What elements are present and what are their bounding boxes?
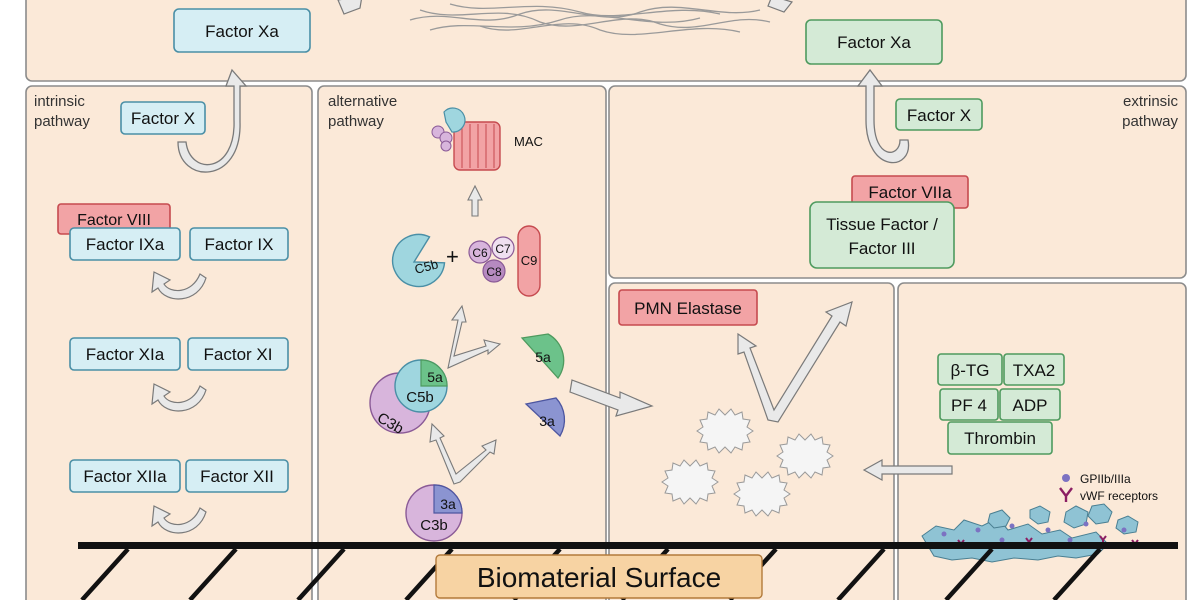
free-5a-label: 5a [535, 349, 551, 365]
c5b-molecule [391, 233, 446, 288]
tissue-factor-line2: Factor III [848, 239, 915, 258]
c5b-complex-label: C5b [406, 389, 434, 406]
c3-molecule [405, 484, 463, 542]
gpiib-iiia-legend-label: GPIIb/IIIa [1080, 472, 1131, 486]
top-factor-xa-left-label: Factor Xa [205, 22, 279, 41]
mac-complex [431, 107, 501, 171]
free-5a-fragment [520, 333, 565, 380]
fibrin-mesh [409, 3, 771, 36]
txa2: TXA2 [1003, 353, 1065, 386]
tissue-factor: Tissue Factor / Factor III [809, 201, 955, 269]
pf4-label: PF 4 [951, 396, 987, 415]
arrow-platelets-to-leukocytes [862, 458, 953, 482]
factor-viia-label: Factor VIIa [868, 183, 952, 202]
factor-ix-label: Factor IX [205, 235, 274, 254]
c5b-c3b-complex [369, 359, 448, 434]
adp-label: ADP [1013, 396, 1048, 415]
top-factor-xa-right: Factor Xa [805, 19, 943, 65]
c6-c7-c8-cluster [468, 236, 515, 283]
c9-label: C9 [521, 253, 538, 268]
intrinsic-factor-x: Factor X [120, 101, 206, 135]
extrinsic-title-line1: extrinsic [1123, 93, 1179, 110]
factor-viii: Factor VIII [57, 203, 171, 235]
factor-xia: Factor XIa [69, 337, 181, 371]
arrow-top-right [767, 0, 794, 13]
factor-xi-label: Factor XI [204, 345, 273, 364]
factor-viii-label: Factor VIII [77, 212, 151, 229]
arrow-xi-to-xia [151, 383, 207, 412]
mac-label: MAC [514, 134, 543, 149]
bottom-c3b-label: C3b [420, 517, 448, 534]
thrombin: Thrombin [947, 421, 1053, 455]
arrow-factor-x-to-xa-extrinsic [856, 68, 910, 164]
factor-xii: Factor XII [185, 459, 289, 493]
extrinsic-factor-x: Factor X [895, 98, 983, 131]
pf4: PF 4 [939, 388, 999, 421]
gpiib-iiia-legend-icon [1062, 474, 1070, 482]
arrow-to-leukocytes [569, 379, 654, 417]
c5b-label: C5b [413, 256, 440, 277]
beta-tg: β-TG [937, 353, 1003, 386]
arrow-top-left [337, 0, 362, 15]
alternative-title-line2: pathway [328, 113, 384, 130]
intrinsic-title-line1: intrinsic [34, 93, 85, 110]
leukocyte-cells [661, 408, 834, 517]
txa2-label: TXA2 [1013, 361, 1056, 380]
factor-xia-label: Factor XIa [86, 345, 165, 364]
adp: ADP [999, 388, 1061, 421]
intrinsic-title-line2: pathway [34, 113, 90, 130]
factor-xiia-label: Factor XIIa [83, 467, 167, 486]
surface-label-box: Biomaterial Surface [435, 554, 763, 599]
free-3a-fragment [524, 397, 566, 438]
c8-label: C8 [486, 265, 502, 279]
arrow-ix-to-ixa [151, 271, 207, 300]
platelet-receptors [941, 521, 1127, 543]
arrow-xii-to-xiia [151, 505, 207, 534]
leukocyte-panel [608, 282, 895, 605]
c9-molecule [517, 225, 541, 297]
arrow-factor-x-to-xa-intrinsic [177, 68, 248, 173]
factor-ix: Factor IX [189, 227, 289, 261]
vwf-receptor-legend-label: vWF receptors [1080, 489, 1158, 503]
intrinsic-factor-x-label: Factor X [131, 109, 195, 128]
arrow-fork-c3 [429, 422, 497, 485]
pmn-elastase: PMN Elastase [618, 289, 758, 326]
tissue-factor-line1: Tissue Factor / [826, 215, 938, 234]
factor-xiia: Factor XIIa [69, 459, 181, 493]
alternative-panel [317, 85, 607, 605]
top-factor-xa-right-label: Factor Xa [837, 33, 911, 52]
plus-sign: + [446, 244, 459, 269]
arrow-v-leukocyte [737, 301, 853, 423]
c6-label: C6 [472, 246, 488, 260]
top-factor-xa-left: Factor Xa [173, 8, 311, 53]
arrow-fork-c5 [447, 304, 502, 369]
alternative-title-line1: alternative [328, 93, 397, 110]
factor-ixa-label: Factor IXa [86, 235, 165, 254]
bottom-3a-label: 3a [440, 496, 456, 512]
arrow-to-mac [467, 184, 483, 217]
beta-tg-label: β-TG [950, 361, 989, 380]
factor-xi: Factor XI [187, 337, 289, 371]
free-3a-label: 3a [539, 413, 555, 429]
surface-label: Biomaterial Surface [477, 562, 721, 593]
extrinsic-factor-x-label: Factor X [907, 106, 971, 125]
c7-label: C7 [495, 242, 511, 256]
factor-ixa: Factor IXa [69, 227, 181, 261]
platelet-aggregate [921, 503, 1139, 563]
c5a-on-complex-label: 5a [427, 369, 443, 385]
factor-xii-label: Factor XII [200, 467, 274, 486]
thrombin-label: Thrombin [964, 429, 1036, 448]
pmn-elastase-label: PMN Elastase [634, 299, 742, 318]
vwf-receptor-legend-icon [1059, 487, 1073, 502]
extrinsic-title-line2: pathway [1122, 113, 1178, 130]
